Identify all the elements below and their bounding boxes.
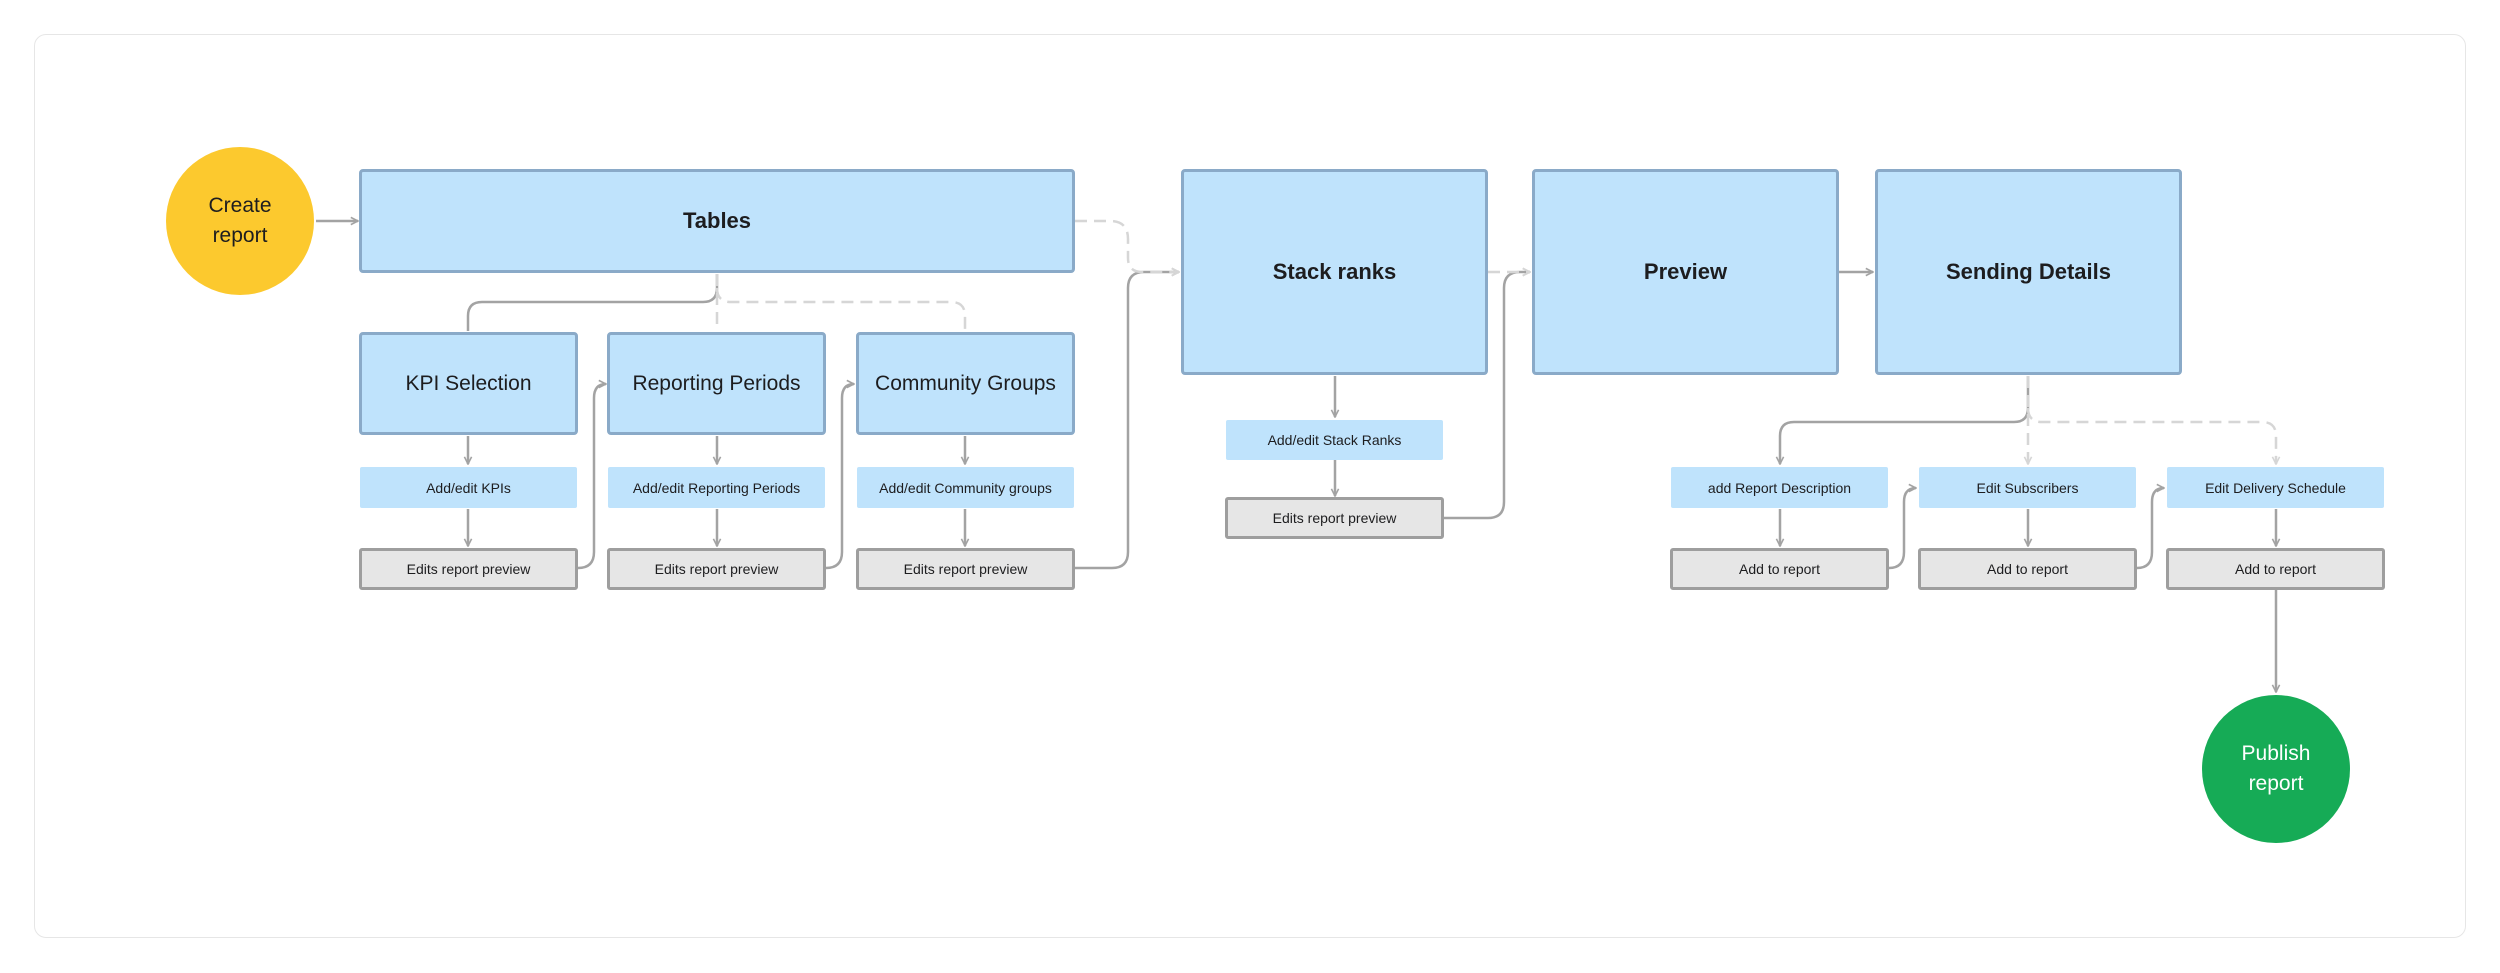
- connector-tables-kpi: [466, 274, 719, 331]
- edit-delivery-schedule-label: Edit Delivery Schedule: [2205, 479, 2346, 496]
- edit-delivery-schedule-node: Edit Delivery Schedule: [2167, 467, 2384, 508]
- kpi-selection-label: KPI Selection: [405, 371, 532, 395]
- periods-edits-preview-label: Edits report preview: [654, 561, 779, 577]
- schedule-add-to-report-label: Add to report: [2235, 561, 2316, 577]
- community-groups-node: Community Groups: [856, 332, 1075, 435]
- edit-subscribers-node: Edit Subscribers: [1919, 467, 2136, 508]
- preview-stage-label: Preview: [1643, 259, 1728, 284]
- subscribers-add-to-report-node: Add to report: [1918, 548, 2137, 590]
- stack-ranks-stage: Stack ranks: [1181, 169, 1488, 375]
- add-edit-reporting-periods-node: Add/edit Reporting Periods: [608, 467, 825, 508]
- add-edit-reporting-periods-label: Add/edit Reporting Periods: [632, 479, 801, 496]
- add-edit-stack-ranks-node: Add/edit Stack Ranks: [1226, 420, 1443, 460]
- sending-details-stage: Sending Details: [1875, 169, 2182, 375]
- connector-kpi-periods: [577, 384, 606, 570]
- community-groups-label: Community Groups: [875, 371, 1056, 395]
- add-edit-community-groups-node: Add/edit Community groups: [857, 467, 1074, 508]
- preview-stage: Preview: [1532, 169, 1839, 375]
- groups-edits-preview-node: Edits report preview: [856, 548, 1075, 590]
- connector-groups-stackranks: [1075, 272, 1179, 570]
- publish-report-label-line1: Publish: [2241, 742, 2311, 765]
- stack-ranks-edits-preview-label: Edits report preview: [1272, 510, 1397, 526]
- add-edit-kpis-label: Add/edit KPIs: [426, 479, 511, 496]
- add-edit-kpis-node: Add/edit KPIs: [360, 467, 577, 508]
- add-report-description-node: add Report Description: [1671, 467, 1888, 508]
- periods-edits-preview-node: Edits report preview: [607, 548, 826, 590]
- description-add-to-report-node: Add to report: [1670, 548, 1889, 590]
- stack-ranks-edits-preview-node: Edits report preview: [1225, 497, 1444, 539]
- groups-edits-preview-label: Edits report preview: [903, 561, 1028, 577]
- reporting-periods-label: Reporting Periods: [632, 371, 801, 395]
- kpi-selection-node: KPI Selection: [359, 332, 578, 435]
- subscribers-add-to-report-label: Add to report: [1987, 561, 2068, 577]
- kpi-edits-preview-node: Edits report preview: [359, 548, 578, 590]
- create-report-node: Create report: [166, 147, 314, 295]
- publish-report-node: Publish report: [2202, 695, 2350, 843]
- add-edit-stack-ranks-label: Add/edit Stack Ranks: [1267, 432, 1402, 448]
- reporting-periods-node: Reporting Periods: [607, 332, 826, 435]
- tables-stage-label: Tables: [682, 208, 752, 233]
- add-report-description-label: add Report Description: [1707, 479, 1852, 496]
- sending-details-stage-label: Sending Details: [1945, 259, 2112, 284]
- tables-stage: Tables: [359, 169, 1075, 273]
- connector-periods-groups: [825, 384, 854, 570]
- edit-subscribers-label: Edit Subscribers: [1976, 479, 2079, 496]
- kpi-edits-preview-label: Edits report preview: [406, 561, 531, 577]
- add-edit-community-groups-label: Add/edit Community groups: [879, 479, 1052, 496]
- create-report-label-line1: Create: [208, 194, 272, 217]
- description-add-to-report-label: Add to report: [1739, 561, 1820, 577]
- publish-report-label-line2: report: [2248, 772, 2304, 795]
- schedule-add-to-report-node: Add to report: [2166, 548, 2385, 590]
- connector-tables-stackranks: [1075, 219, 1179, 272]
- create-report-label-line2: report: [212, 224, 268, 247]
- stack-ranks-stage-label: Stack ranks: [1272, 259, 1397, 284]
